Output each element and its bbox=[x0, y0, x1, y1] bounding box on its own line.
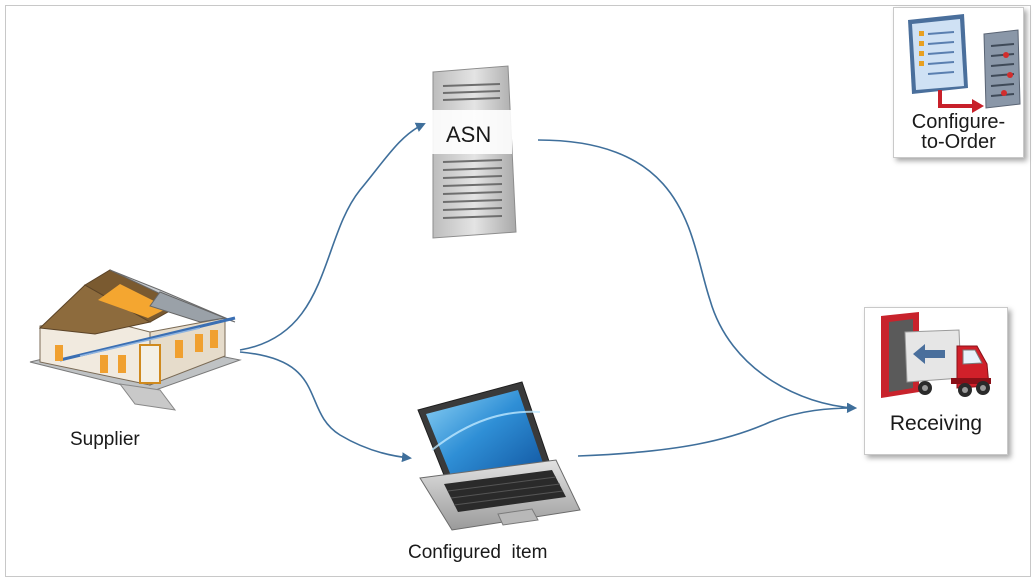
configure-to-order-badge: Configure- to-Order bbox=[893, 7, 1024, 158]
edge-asn-to-receiving bbox=[537, 139, 857, 413]
edge-supplier-to-asn bbox=[239, 122, 426, 351]
configure-to-order-icon bbox=[908, 14, 1021, 113]
receiving-truck-icon bbox=[881, 312, 991, 398]
node-label-configured-item: Configured item bbox=[408, 542, 548, 563]
warehouse-building-icon bbox=[29, 269, 242, 411]
badge-label-line1: Configure- bbox=[911, 111, 1006, 133]
edge-configured-item-to-receiving bbox=[577, 403, 857, 457]
node-label-receiving: Receiving bbox=[889, 412, 983, 435]
node-label-asn: ASN bbox=[446, 122, 492, 147]
document-icon bbox=[430, 65, 517, 239]
laptop-icon bbox=[417, 381, 581, 531]
receiving-tile: Receiving bbox=[864, 307, 1008, 455]
badge-label-line2: to-Order bbox=[921, 131, 996, 153]
edge-supplier-to-configured-item bbox=[239, 351, 412, 463]
node-label-supplier: Supplier bbox=[70, 429, 140, 450]
